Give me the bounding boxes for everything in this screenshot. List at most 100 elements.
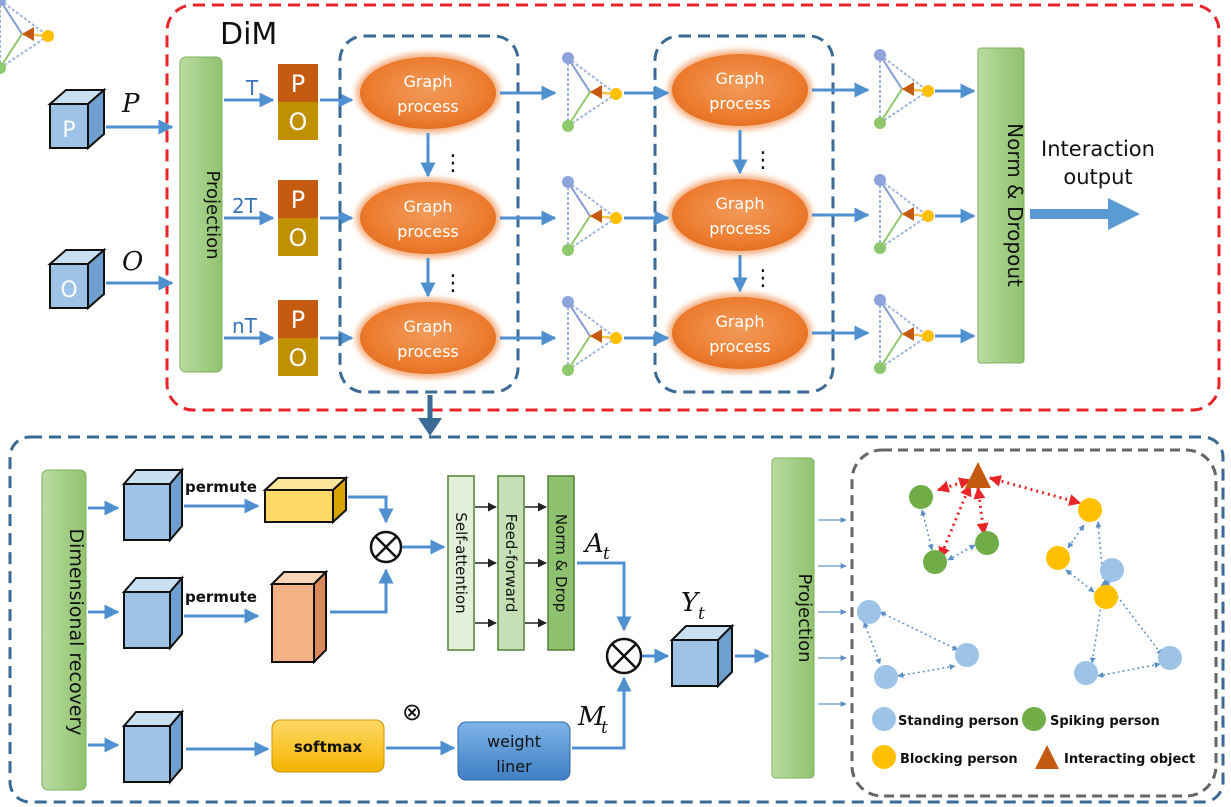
ellipsis-1b: ⋮ xyxy=(442,271,464,296)
input-o-label: O xyxy=(122,247,143,277)
graph-text-1: Graph xyxy=(715,69,764,88)
token-p-label: P xyxy=(291,70,305,98)
dimensional-recovery-label: Dimensional recovery xyxy=(65,528,87,735)
legend-blocking-swatch xyxy=(872,745,896,769)
token-o-label: O xyxy=(289,108,308,136)
ellipsis-1a: ⋮ xyxy=(442,151,464,176)
graph-text-2: process xyxy=(397,342,458,361)
interaction-links xyxy=(936,475,1082,560)
time-label-nt: nT xyxy=(232,314,258,338)
graph-text-1: Graph xyxy=(715,194,764,213)
graph-process-1-3: Graph process xyxy=(356,298,500,378)
projection-label: Projection xyxy=(202,170,223,259)
legend: Standing person Spiking person Blocking … xyxy=(872,707,1195,769)
legend-object-label: Interacting object xyxy=(1064,752,1195,767)
graph-process-1-1: Graph process xyxy=(356,53,500,133)
permuted-tensor-yellow xyxy=(262,475,349,525)
norm-dropout-bar xyxy=(977,47,1025,364)
y-t-label: Y xyxy=(681,588,701,618)
spiking-person-2 xyxy=(923,550,947,574)
blocking-person-2 xyxy=(1046,546,1070,570)
time-label-2t: 2T xyxy=(232,194,258,218)
graph-group-1-frame xyxy=(338,34,520,394)
output-cube-y xyxy=(669,623,735,689)
norm-drop-block xyxy=(547,475,575,651)
standing-person-6 xyxy=(1158,646,1182,670)
standing-person-4 xyxy=(955,643,979,667)
input-p-label: P xyxy=(121,89,140,119)
ellipsis-2a: ⋮ xyxy=(752,148,774,173)
legend-standing-label: Standing person xyxy=(898,714,1019,729)
token-stack-t: P O xyxy=(278,64,318,140)
legend-object-swatch xyxy=(1035,745,1059,769)
time-label-t: T xyxy=(245,76,259,100)
projection-bar-bottom xyxy=(771,457,815,779)
token-o-label: O xyxy=(289,224,308,252)
mini-graph-2-1 xyxy=(872,47,936,131)
interacting-object-marker xyxy=(965,462,991,488)
cube-3 xyxy=(121,709,185,785)
graph-text-2: process xyxy=(709,219,770,238)
graph-process-2-2: Graph process xyxy=(668,175,812,255)
graph-text-2: process xyxy=(397,222,458,241)
token-p-label: P xyxy=(291,186,305,214)
token-p-label: P xyxy=(291,306,305,334)
cube-o-letter: O xyxy=(60,278,77,303)
weight-label-line2: liner xyxy=(496,757,532,776)
graph-text-1: Graph xyxy=(403,197,452,216)
output-arrow xyxy=(1030,198,1140,230)
weight-label-line1: weight xyxy=(487,732,541,751)
feed-forward-label: Feed-forward xyxy=(502,514,520,613)
mini-graph-1-1 xyxy=(560,50,624,134)
output-line1: Interaction xyxy=(1041,137,1155,161)
input-cube-o: O xyxy=(47,247,107,311)
a-t-label: A xyxy=(583,529,604,559)
cube-1 xyxy=(121,467,185,543)
spiking-person-3 xyxy=(975,531,999,555)
norm-drop-label: Norm & Drop xyxy=(552,514,570,612)
legend-spiking-label: Spiking person xyxy=(1050,714,1160,729)
graph-process-2-3: Graph process xyxy=(668,293,812,373)
m-t-label: M xyxy=(577,702,606,732)
graph-process-2-1: Graph process xyxy=(668,50,812,130)
permuted-tensor-orange xyxy=(269,569,329,665)
dim-module-frame xyxy=(165,3,1221,412)
interaction-scene-frame xyxy=(850,448,1218,798)
mini-graph-2-3 xyxy=(872,292,936,376)
blocking-person-3 xyxy=(1094,585,1118,609)
weight-liner-block xyxy=(457,721,571,781)
dimensional-recovery-bar xyxy=(41,469,87,791)
mini-graph-glyph-template xyxy=(0,0,54,74)
legend-spiking-swatch xyxy=(1022,707,1046,731)
graph-text-1: Graph xyxy=(403,317,452,336)
standing-person-1 xyxy=(1100,558,1124,582)
standing-person-5 xyxy=(1074,661,1098,685)
token-stack-2t: P O xyxy=(278,180,318,256)
token-stack-nt: P O xyxy=(278,300,318,376)
mini-graph-1-2 xyxy=(560,174,624,258)
graph-text-2: process xyxy=(709,337,770,356)
graph-group-2-frame xyxy=(653,34,835,394)
ellipsis-2b: ⋮ xyxy=(752,266,774,291)
standing-person-2 xyxy=(857,600,881,624)
matmul-symbol-3: ⊗ xyxy=(402,698,422,726)
permute-label-2: permute xyxy=(185,588,257,606)
graph-text-1: Graph xyxy=(403,72,452,91)
token-o-label: O xyxy=(289,344,308,372)
dim-title: DiM xyxy=(220,17,277,52)
detail-frame xyxy=(8,435,1225,804)
y-t-subscript: t xyxy=(698,604,705,624)
norm-dropout-label: Norm & Dropout xyxy=(1003,123,1027,287)
mini-graph-2-2 xyxy=(872,172,936,256)
spiking-person-1 xyxy=(909,485,933,509)
projection-bar xyxy=(179,56,223,373)
standing-person-3 xyxy=(874,665,898,689)
a-t-subscript: t xyxy=(603,544,610,564)
legend-blocking-label: Blocking person xyxy=(900,752,1018,767)
m-t-subscript: t xyxy=(601,718,608,738)
softmax-label: softmax xyxy=(294,738,363,756)
graph-text-2: process xyxy=(397,97,458,116)
graph-text-2: process xyxy=(709,94,770,113)
self-attention-block xyxy=(447,475,475,651)
